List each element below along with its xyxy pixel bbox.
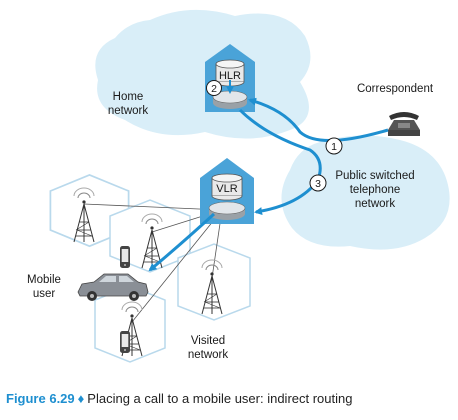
vlr-label: VLR — [216, 183, 237, 195]
switch-icon — [208, 201, 246, 220]
svg-text:Visited: Visited — [191, 335, 225, 347]
path-visited-to-mobile — [148, 212, 216, 272]
hlr-label: HLR — [219, 70, 241, 82]
svg-text:network: network — [355, 198, 396, 210]
database-icon — [211, 173, 243, 201]
caption-separator: ♦ — [77, 391, 85, 406]
step-marker-2: 2 — [206, 80, 222, 96]
switch-icon — [212, 90, 248, 109]
visited-network-label: Visited network — [188, 335, 229, 361]
step-marker-1: 1 — [325, 137, 343, 155]
pstn-label: Public switched telephone network — [335, 170, 414, 210]
caption-text: Placing a call to a mobile user: indirec… — [87, 391, 353, 406]
step-3-label: 3 — [315, 178, 321, 190]
svg-text:Home: Home — [113, 91, 144, 103]
car-icon — [77, 273, 149, 301]
routing-paths — [148, 80, 389, 272]
svg-text:Public switched: Public switched — [335, 170, 414, 182]
svg-text:network: network — [188, 349, 229, 361]
svg-text:user: user — [33, 288, 56, 300]
pstn-cloud — [281, 135, 450, 250]
mobile-phone-icon — [120, 331, 130, 353]
svg-text:network: network — [108, 105, 149, 117]
telephone-icon — [388, 112, 420, 136]
home-network-label: Home network — [108, 91, 149, 117]
correspondent-label: Correspondent — [357, 83, 434, 95]
home-network-cloud — [95, 9, 311, 139]
path-correspondent-to-home — [248, 97, 389, 142]
figure-number: Figure 6.29 — [6, 391, 75, 406]
step-1-label: 1 — [331, 141, 337, 153]
vlr-node: VLR — [200, 158, 254, 224]
svg-text:Mobile: Mobile — [27, 274, 61, 286]
step-marker-3: 3 — [309, 174, 327, 192]
mobile-user-label: Mobile user — [27, 274, 61, 300]
mobile-phone-icon — [120, 246, 130, 268]
figure-caption: Figure 6.29♦Placing a call to a mobile u… — [6, 391, 456, 411]
path-home-to-visited — [238, 108, 322, 216]
step-2-label: 2 — [211, 83, 217, 95]
svg-text:telephone: telephone — [350, 184, 401, 196]
